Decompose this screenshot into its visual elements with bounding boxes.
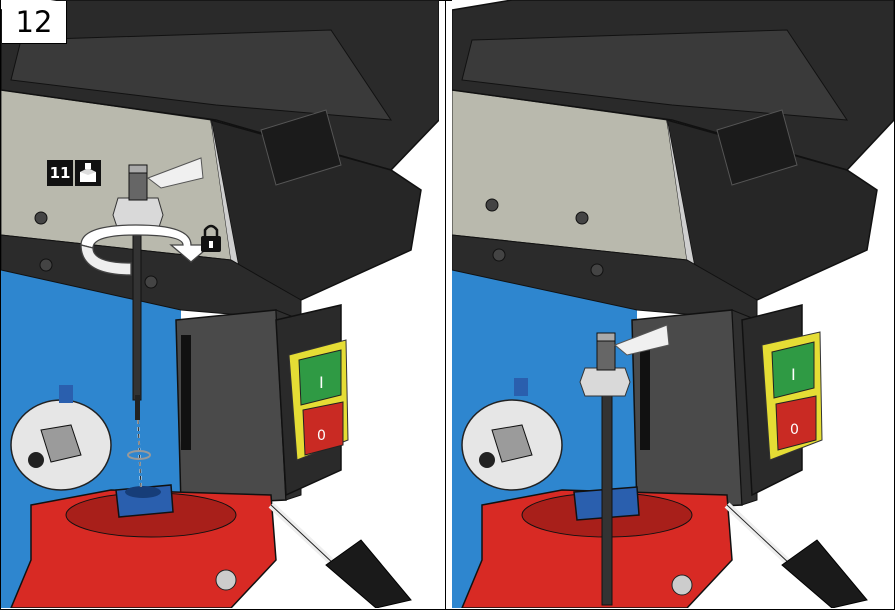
flag-arrow-icon — [146, 157, 204, 189]
head-top-surface — [10, 29, 392, 121]
stop-button — [775, 395, 817, 451]
screw — [144, 275, 158, 289]
rod-top — [128, 171, 148, 201]
lock-keyhole — [209, 241, 213, 248]
depth-scale — [640, 335, 650, 450]
wheel-nut — [491, 424, 533, 463]
stop-button-mark: 0 — [317, 428, 326, 444]
left-panel: I 0 12 — [1, 0, 439, 608]
screw — [485, 198, 499, 212]
lock-nut — [579, 367, 631, 397]
quill-housing — [175, 309, 287, 506]
wing-nut — [671, 574, 693, 596]
screw — [575, 211, 589, 225]
rotate-arrow-back — [80, 244, 132, 276]
stop-button — [302, 401, 344, 456]
screw — [34, 211, 48, 225]
rod-cap — [596, 332, 616, 342]
wheel-clip — [514, 378, 528, 396]
start-button-mark: I — [791, 365, 796, 384]
start-button — [298, 349, 342, 406]
left-illustration: I 0 — [1, 0, 439, 608]
wheel-nut — [40, 424, 82, 463]
screwdriver-handle — [325, 539, 412, 608]
wheel-shaft — [479, 452, 495, 468]
head-window — [716, 109, 798, 186]
wheel-clip — [59, 385, 73, 403]
start-button-mark: I — [319, 373, 324, 392]
rotate-arrow-icon — [80, 224, 213, 263]
parts-box-icon — [75, 160, 101, 186]
rod-tip — [135, 395, 140, 420]
wheel-shaft — [28, 452, 44, 468]
threaded-rod — [132, 214, 142, 401]
head-top-surface — [461, 29, 848, 121]
screwdriver-handle — [781, 539, 868, 608]
collar-hole — [125, 486, 161, 498]
panel-divider — [445, 0, 446, 610]
step-number: 12 — [2, 1, 67, 44]
threaded-rod — [601, 384, 613, 606]
start-button — [771, 341, 815, 399]
wing-nut — [215, 569, 237, 591]
washer — [127, 450, 151, 460]
stop-button-mark: 0 — [790, 422, 799, 438]
screw — [492, 248, 506, 262]
head-edge-highlight — [667, 120, 707, 290]
screw — [590, 263, 604, 277]
flag-arrow-icon — [614, 324, 670, 356]
rod-cap — [128, 164, 148, 174]
lock-shackle — [203, 224, 219, 236]
screw — [39, 258, 53, 272]
head-window — [260, 109, 342, 186]
rod-top — [596, 339, 616, 371]
depth-scale — [181, 335, 191, 450]
right-panel: I 0 — [452, 0, 894, 608]
reference-badge: 11 — [47, 160, 101, 186]
guide-line-dark — [137, 419, 142, 489]
head-edge-highlight — [211, 120, 251, 290]
right-illustration: I 0 — [452, 0, 894, 608]
reference-number: 11 — [47, 160, 73, 186]
